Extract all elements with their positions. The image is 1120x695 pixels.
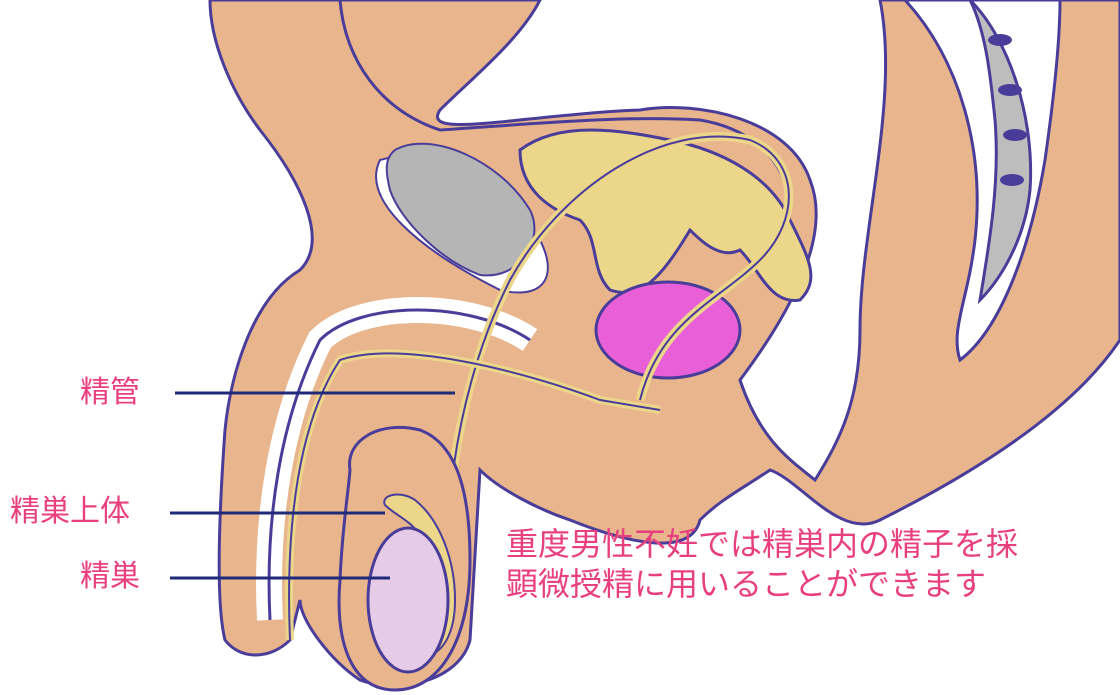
vertebra-mark — [1000, 174, 1024, 186]
vertebra-mark — [998, 84, 1022, 96]
label-vas-deferens: 精管 — [80, 378, 140, 408]
label-testis: 精巣 — [80, 562, 140, 592]
label-epididymis: 精巣上体 — [10, 497, 130, 527]
testis — [368, 528, 448, 672]
vertebra-mark — [988, 34, 1012, 46]
vertebra-mark — [1003, 129, 1027, 141]
caption-line-1: 重度男性不妊では精巣内の精子を採 — [506, 526, 1018, 563]
caption-line-2: 顕微授精に用いることができます — [506, 566, 986, 603]
